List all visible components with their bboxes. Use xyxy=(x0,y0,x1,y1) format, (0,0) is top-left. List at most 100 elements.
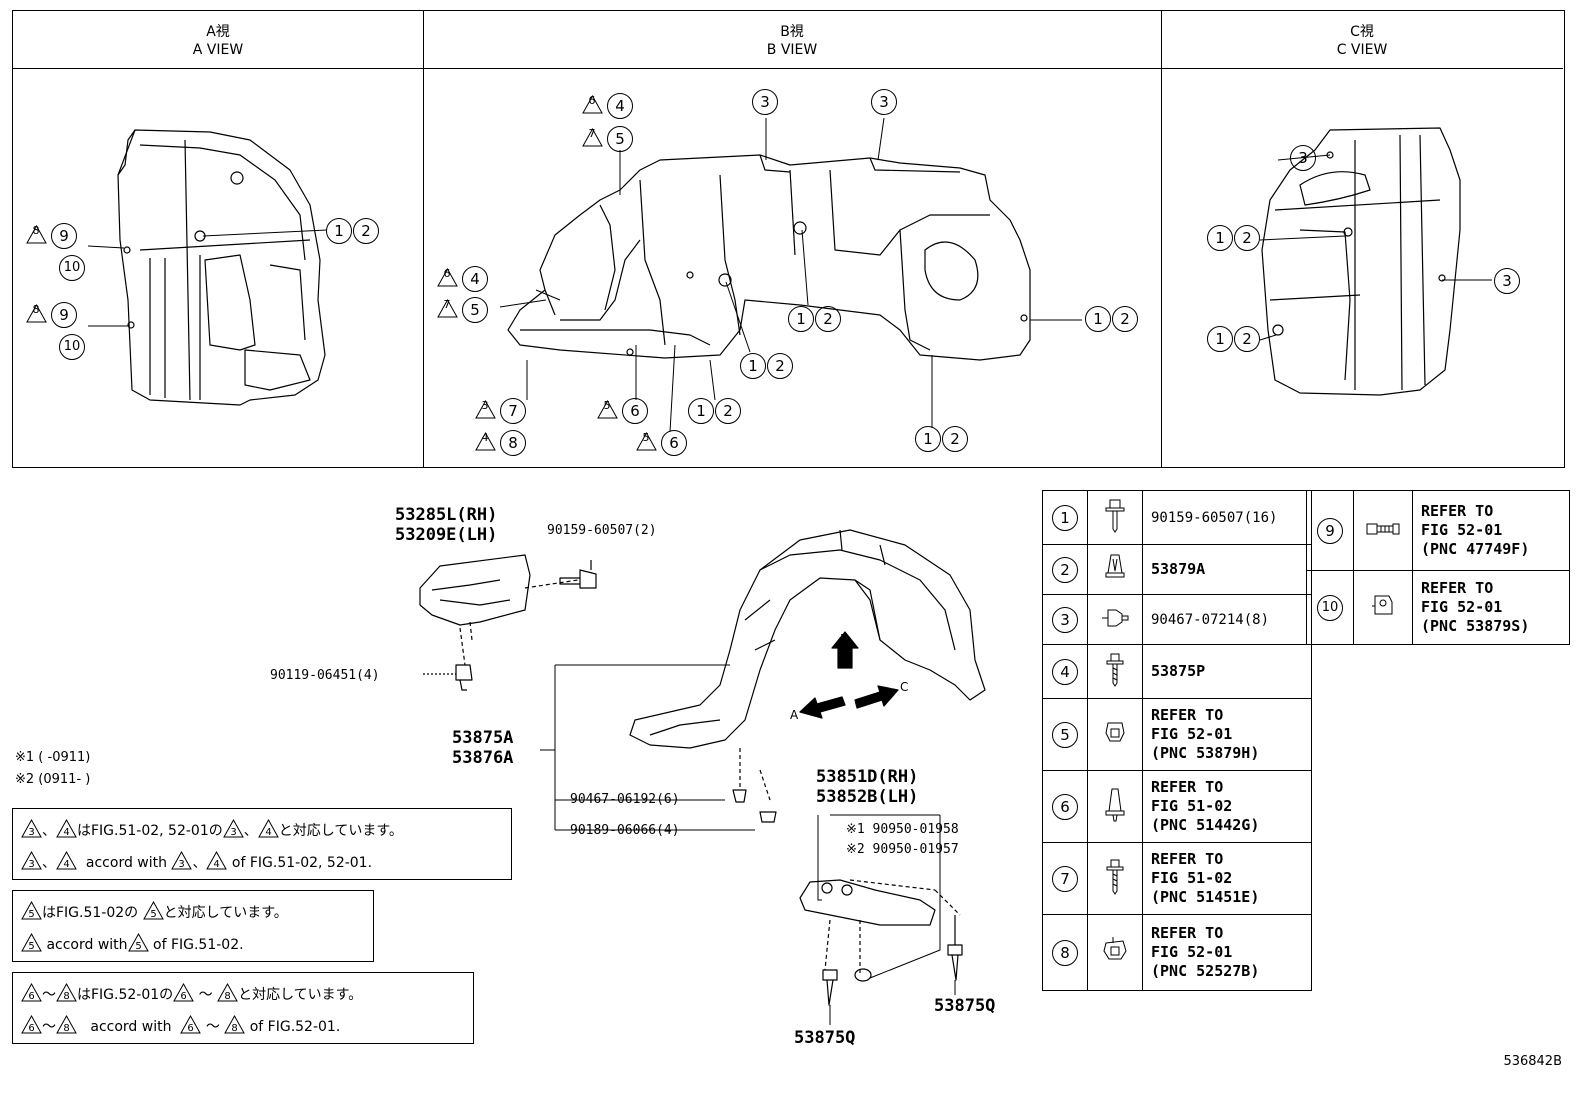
triangle-note-icon: 8 xyxy=(56,983,77,1002)
triangle-note-icon: 5 xyxy=(127,933,149,952)
callout-a-10-top: 10 xyxy=(59,255,86,281)
ref-num: 7 xyxy=(1052,865,1078,892)
svg-text:5: 5 xyxy=(28,909,34,920)
callout-1: 1 xyxy=(1207,326,1233,352)
ref-text: FIG 52-01 xyxy=(1151,725,1233,743)
part-label-90467-06192: 90467-06192(6) xyxy=(570,792,680,807)
callout-a-10-bottom: 10 xyxy=(59,334,86,360)
view-c-jp: C視 xyxy=(1350,24,1374,40)
triangle-note-icon: 3 xyxy=(21,851,42,870)
svg-text:4: 4 xyxy=(63,859,69,870)
callout-10: 10 xyxy=(59,255,85,281)
ref-text: FIG 52-01 xyxy=(1421,598,1503,616)
ref-text: (PNC 52527B) xyxy=(1151,962,1260,980)
callout-9: 9 xyxy=(51,223,77,249)
triangle-note-icon: 8 xyxy=(56,1015,77,1034)
triangle-note-icon: 6 xyxy=(21,983,42,1002)
callout-a-89-top: 9 xyxy=(26,223,78,249)
triangle-note-icon: 6 xyxy=(21,1015,42,1034)
view-a-jp: A視 xyxy=(206,24,230,40)
ref-text: 53875P xyxy=(1151,662,1206,680)
ref-text: REFER TO xyxy=(1151,850,1224,868)
svg-text:6: 6 xyxy=(28,1023,34,1034)
ref-num: 10 xyxy=(1317,594,1343,621)
part-label-53852b: 53852B(LH) xyxy=(816,787,919,807)
callout-2: 2 xyxy=(353,218,379,244)
triangle-note-icon: 4 xyxy=(56,819,77,838)
view-b-liner-drawing xyxy=(507,154,1031,361)
svg-text:4: 4 xyxy=(63,827,69,838)
callout-8: 8 xyxy=(500,430,526,456)
ref-num: 3 xyxy=(1052,606,1078,633)
part-label-53875a: 53875A xyxy=(452,728,514,748)
triangle-note-icon xyxy=(597,400,618,419)
ref-text: FIG 51-02 xyxy=(1151,869,1233,887)
period-note-1: ※1 ( -0911) xyxy=(15,750,91,765)
callout-2: 2 xyxy=(767,353,793,379)
callout-b-3-right: 3 xyxy=(871,89,898,115)
screw-icon xyxy=(1106,653,1124,687)
ref-text: REFER TO xyxy=(1151,706,1224,724)
triangle-note-icon xyxy=(636,432,657,451)
svg-text:4: 4 xyxy=(265,827,271,838)
part-label-90950-01958: ※1 90950-01958 xyxy=(846,822,959,837)
rivet-icon xyxy=(1366,523,1400,534)
exploded-drawing xyxy=(419,529,986,1025)
view-divider xyxy=(423,11,424,467)
clip-icon xyxy=(1105,554,1125,577)
triangle-note-icon: 8 xyxy=(224,1015,246,1034)
callout-b-3-left: 3 xyxy=(752,89,779,115)
part-label-53285l: 53285L(RH) xyxy=(395,505,498,525)
ref-num: 5 xyxy=(1052,721,1078,748)
part-label-90159-60507-2: 90159-60507(2) xyxy=(547,523,657,538)
callout-b-64-left: 4 xyxy=(437,266,489,292)
ref-num: 2 xyxy=(1052,556,1078,583)
triangle-note-icon xyxy=(475,432,496,451)
callout-3: 3 xyxy=(752,89,778,115)
ref-row: 1 90159-60507(16) xyxy=(1042,490,1312,545)
ref-table-left: 1 90159-60507(16) 2 53879A 3 90467-07214… xyxy=(1042,490,1312,991)
triangle-note-icon xyxy=(26,304,47,323)
svg-text:6: 6 xyxy=(28,991,34,1002)
view-c-header: C視 C VIEW xyxy=(1161,11,1563,69)
svg-text:3: 3 xyxy=(28,827,34,838)
part-label-90950-01957: ※2 90950-01957 xyxy=(846,842,959,857)
triangle-note-icon: 3 xyxy=(171,851,193,870)
note-3-en: 6〜8 accord with 6 〜 8 of FIG.52-01. xyxy=(21,1015,340,1036)
triangle-note-label: 4 xyxy=(481,431,489,444)
triangle-note-icon: 4 xyxy=(257,819,279,838)
callout-b-75-left: 5 xyxy=(437,297,489,323)
svg-text:8: 8 xyxy=(232,1023,238,1034)
callout-b-56: 6 xyxy=(597,398,649,424)
ref-text: (PNC 51451E) xyxy=(1151,888,1260,906)
callout-3: 3 xyxy=(1494,268,1520,294)
callout-2: 2 xyxy=(815,306,841,332)
svg-text:6: 6 xyxy=(180,991,186,1002)
view-b-en: B VIEW xyxy=(766,42,818,58)
svg-text:8: 8 xyxy=(63,1023,69,1034)
ref-num: 8 xyxy=(1052,939,1078,966)
callout-b-37: 7 xyxy=(475,398,527,424)
ref-text: REFER TO xyxy=(1151,778,1224,796)
ref-num: 4 xyxy=(1052,658,1078,685)
callout-2: 2 xyxy=(715,398,741,424)
ref-num: 9 xyxy=(1317,517,1343,544)
ref-text: (PNC 53879H) xyxy=(1151,744,1260,762)
callout-b-75: 5 xyxy=(582,126,634,152)
callout-1: 1 xyxy=(326,218,352,244)
view-c-en: C VIEW xyxy=(1336,42,1388,58)
